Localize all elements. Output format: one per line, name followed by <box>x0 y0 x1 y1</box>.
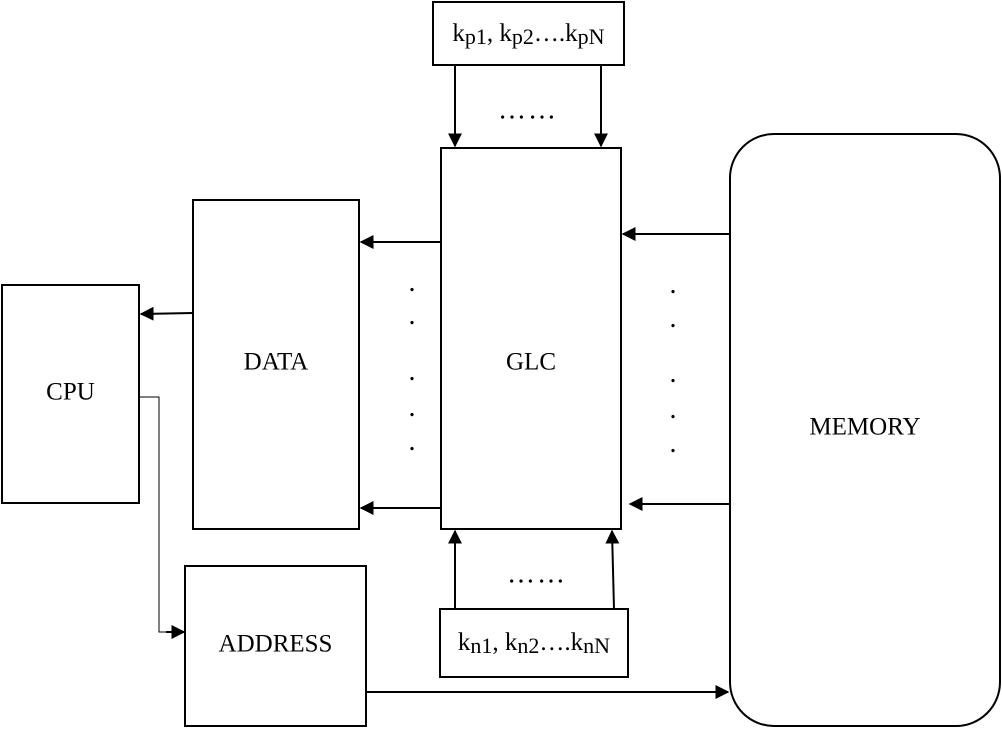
vertical-dot: . <box>409 300 418 331</box>
vertical-dot: . <box>409 426 418 457</box>
address-label: ADDRESS <box>219 631 333 658</box>
vertical-dot: . <box>409 267 418 298</box>
vertical-dot: . <box>670 303 679 334</box>
vertical-dot: . <box>409 356 418 387</box>
cpu-block: CPU <box>1 284 140 504</box>
glc-memory-vertical-ellipsis: . . . . . <box>670 269 679 459</box>
arrow-data-to-cpu <box>139 306 194 321</box>
vertical-dot: . <box>670 428 679 459</box>
arrow-cpu-to-address-line <box>139 396 183 633</box>
glc-block: GLC <box>440 147 622 530</box>
vertical-dot: . <box>409 392 418 423</box>
vertical-dot: . <box>670 269 679 300</box>
vertical-dot: . <box>670 358 679 389</box>
bottom-ellipsis: …… <box>507 558 567 589</box>
vertical-dot: . <box>670 394 679 425</box>
bottom-coefficients-box: kn1, kn2….knN <box>439 608 629 678</box>
bottom-coefficients-label: kn1, kn2….knN <box>458 629 610 658</box>
address-block: ADDRESS <box>184 565 367 727</box>
data-glc-vertical-ellipsis: . . . . . <box>409 267 418 457</box>
data-block: DATA <box>192 199 360 530</box>
top-coefficients-box: kp1, kp2….kpN <box>432 1 625 66</box>
top-ellipsis: …… <box>498 94 558 125</box>
top-coefficients-label: kp1, kp2….kpN <box>452 20 604 49</box>
memory-block: MEMORY <box>729 133 1001 727</box>
cpu-label: CPU <box>46 379 95 406</box>
data-label: DATA <box>244 349 309 376</box>
memory-label: MEMORY <box>809 414 920 441</box>
arrow-knN-to-glc <box>605 529 620 610</box>
glc-label: GLC <box>506 349 556 376</box>
